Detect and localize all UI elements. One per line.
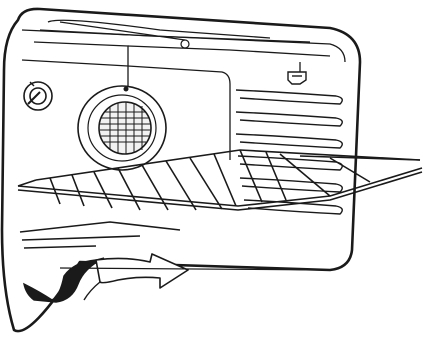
temperature-probe-icon (24, 82, 52, 110)
rack-removal-arrow-icon (24, 254, 188, 302)
convection-fan-icon (78, 86, 166, 170)
oven-cavity-outline (2, 9, 360, 331)
oven-light-icon (288, 72, 306, 84)
oven-back-wall-frame (22, 20, 345, 160)
wire-rack (18, 150, 422, 248)
